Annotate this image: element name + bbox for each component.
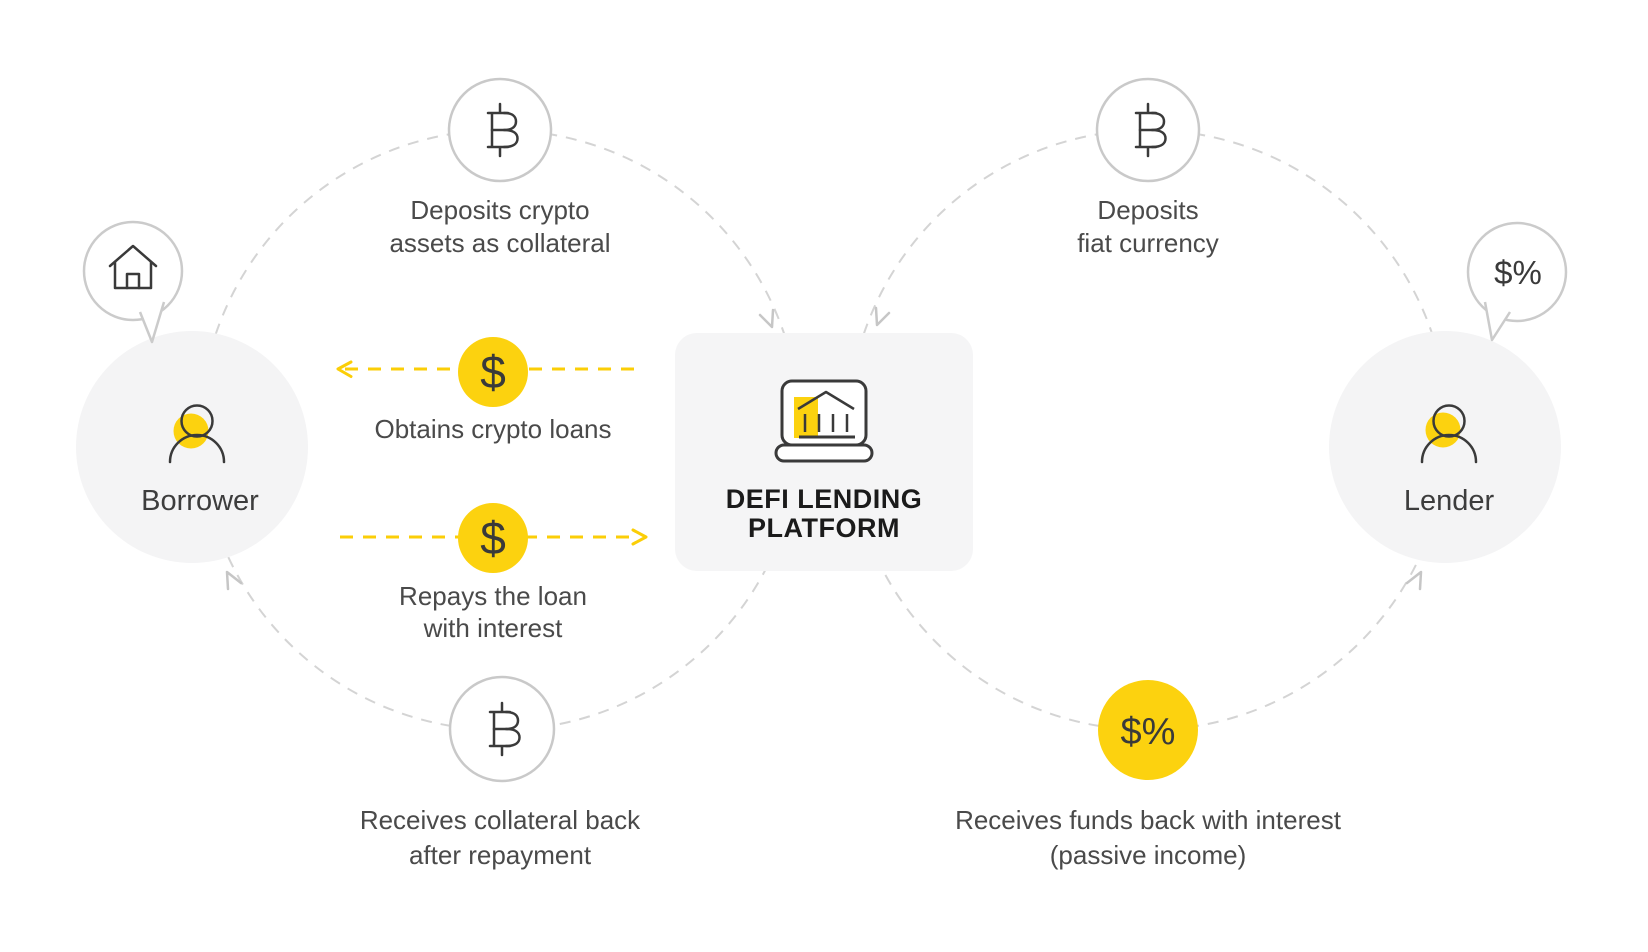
arrowhead-into-borrower-icon [225,570,243,591]
dollar-percent-symbol: $% [1494,254,1542,291]
lender-node: Lender [1329,331,1561,563]
platform-title-line2: PLATFORM [748,513,900,543]
arrowhead-into-platform-right-icon [874,306,891,327]
dollar-percent-bubble: $% [1466,221,1568,342]
caption-line: with interest [423,613,563,643]
caption-line: Deposits [1097,195,1198,225]
bitcoin-icon [486,102,519,158]
dollar-percent-circle [1098,680,1198,780]
borrower-label: Borrower [141,485,259,517]
caption-line: Deposits crypto [410,195,589,225]
person-icon [1420,404,1478,464]
bitcoin-icon [488,701,521,757]
caption-deposits-fiat: Deposits fiat currency [1077,195,1219,258]
caption-line: after repayment [409,840,592,870]
repays-loan-node: $ [458,503,528,573]
caption-line: Obtains crypto loans [374,414,611,444]
dollar-circle [458,503,528,573]
caption-line: Receives funds back with interest [955,805,1342,835]
caption-deposits-collateral: Deposits crypto assets as collateral [389,195,610,258]
caption-receives-funds: Receives funds back with interest (passi… [955,805,1342,870]
arrowhead-into-lender-icon [1405,570,1423,591]
arrowhead-into-platform-left-icon [758,308,775,329]
arrow-left-icon [336,360,353,378]
dollar-circle [458,337,528,407]
caption-line: Repays the loan [399,581,587,611]
caption-line: assets as collateral [389,228,610,258]
house-icon [108,244,158,290]
laptop-bank-icon [774,379,874,463]
bubble-tail [138,301,166,344]
caption-line: (passive income) [1050,840,1247,870]
caption-line: Receives collateral back [360,805,641,835]
house-bubble [82,220,184,344]
dollar-symbol: $ [480,512,506,564]
dollar-symbol: $ [480,346,506,398]
receives-funds-node: $% [1098,680,1198,780]
lender-label: Lender [1404,485,1495,517]
caption-obtains-loans: Obtains crypto loans [374,414,611,444]
caption-repays-loan: Repays the loan with interest [399,581,587,643]
platform-title-line1: DEFI LENDING [726,484,923,514]
deposit-fiat-node [1095,77,1201,183]
arrow-right-icon [631,528,648,546]
person-icon [168,404,226,464]
receives-collateral-node [448,675,556,783]
caption-receives-collateral: Receives collateral back after repayment [360,805,641,870]
dollar-percent-symbol: $% [1121,711,1176,753]
platform-card: DEFI LENDING PLATFORM [675,333,973,571]
obtains-loan-node: $ [458,337,528,407]
bubble-tail [1483,301,1512,342]
caption-line: fiat currency [1077,228,1219,258]
deposit-collateral-node [447,77,553,183]
borrower-node: Borrower [76,331,308,563]
bitcoin-icon [1134,102,1167,158]
